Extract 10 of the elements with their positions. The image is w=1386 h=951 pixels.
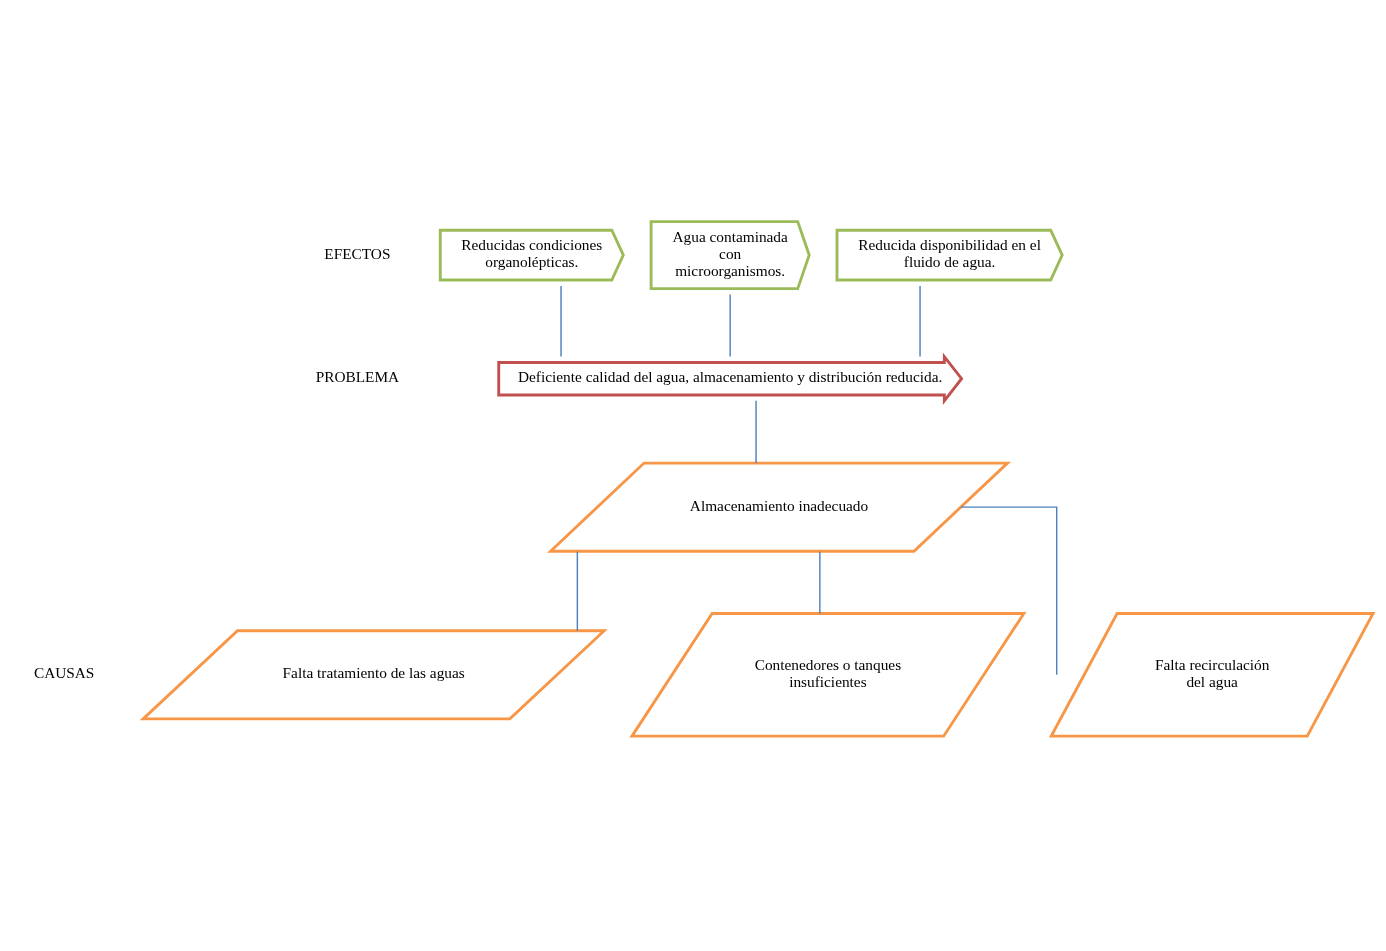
connector <box>560 284 562 357</box>
connector <box>960 505 1058 675</box>
connector <box>819 550 821 614</box>
connector <box>576 550 579 631</box>
connector <box>919 284 921 357</box>
label: EFECTOS <box>324 244 391 262</box>
label: CAUSAS <box>33 663 95 681</box>
connector <box>729 293 731 357</box>
connector <box>755 399 757 464</box>
label: PROBLEMA <box>315 367 400 385</box>
